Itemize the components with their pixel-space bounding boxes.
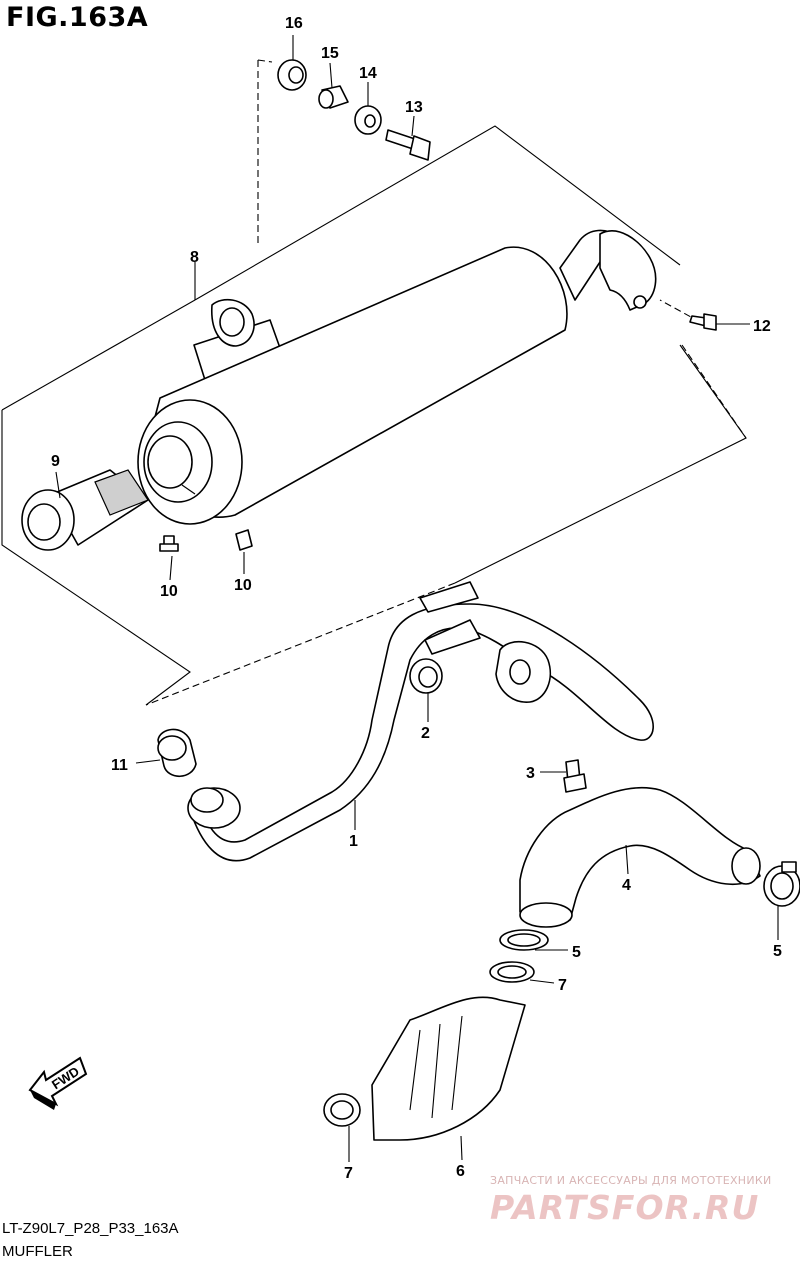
bolt-12[interactable]	[689, 313, 717, 331]
connector-pipe[interactable]	[519, 786, 761, 928]
callout-numbers: 16 15 14 13 8 9 10 10 12 11 1 2 3 4 5 5 …	[51, 15, 782, 1182]
callout-leaders	[55, 35, 779, 1162]
collar-15[interactable]	[318, 85, 349, 109]
bolt-13[interactable]	[385, 129, 431, 161]
dashed-leaders	[145, 59, 747, 706]
watermark-tagline: ЗАПЧАСТИ И АКСЕССУАРЫ ДЛЯ МОТОТЕХНИКИ	[490, 1174, 772, 1187]
callout-12: 12	[753, 318, 771, 335]
figure-code: LT-Z90L7_P28_P33_163A	[2, 1220, 179, 1237]
clamp-5a[interactable]	[499, 929, 549, 951]
callout-2: 2	[421, 725, 430, 742]
clamp-7b[interactable]	[323, 1093, 361, 1127]
grommet-16[interactable]	[277, 59, 307, 91]
callout-10b: 10	[234, 577, 252, 594]
muffler-body[interactable]	[137, 229, 657, 525]
callout-10a: 10	[160, 583, 178, 600]
callout-3: 3	[526, 765, 535, 782]
callout-7b: 7	[344, 1165, 353, 1182]
callout-14: 14	[359, 65, 377, 82]
callout-13: 13	[405, 99, 423, 116]
gasket-2[interactable]	[409, 658, 443, 694]
callout-4: 4	[622, 877, 631, 894]
callout-8: 8	[190, 249, 199, 266]
figure-name: MUFFLER	[2, 1243, 73, 1260]
callout-11: 11	[111, 757, 128, 774]
callout-5b: 5	[773, 943, 782, 960]
callout-6: 6	[456, 1163, 465, 1180]
callout-15: 15	[321, 45, 339, 62]
clamp-5b[interactable]	[763, 861, 800, 907]
callout-1: 1	[349, 833, 358, 850]
screw-10a[interactable]	[159, 535, 179, 552]
callout-9: 9	[51, 453, 60, 470]
clamp-7a[interactable]	[489, 961, 535, 983]
heat-shield[interactable]	[371, 996, 526, 1141]
gasket-11[interactable]	[157, 728, 197, 778]
screw-10b[interactable]	[235, 529, 253, 551]
fwd-arrow-icon: FWD	[28, 1056, 88, 1110]
spark-arrester[interactable]	[21, 469, 149, 551]
exhaust-pipe[interactable]	[187, 581, 654, 862]
callout-7a: 7	[558, 977, 567, 994]
washer-14[interactable]	[354, 105, 382, 135]
callout-16: 16	[285, 15, 303, 32]
callout-5a: 5	[572, 944, 581, 961]
bolt-3[interactable]	[563, 759, 587, 793]
figure-title: FIG.163A	[6, 2, 149, 33]
watermark-logo: PARTSFOR.RU	[490, 1188, 760, 1227]
